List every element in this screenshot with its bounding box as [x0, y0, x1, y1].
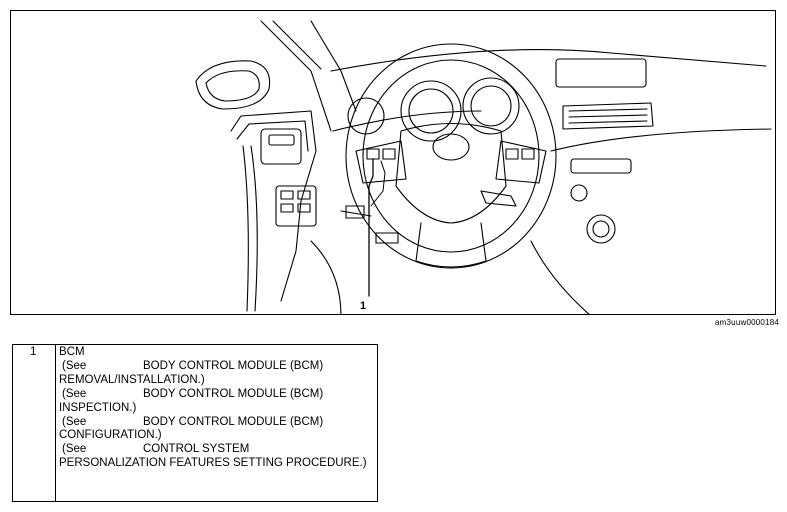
door-handle-shape: [260, 128, 302, 165]
window-switch-panel: [275, 185, 317, 227]
see-label: (See: [62, 443, 87, 456]
gauge-right: [462, 77, 520, 135]
see-label: (See: [62, 359, 87, 372]
reference-link[interactable]: (See CONTROL SYSTEM PERSONALIZATION FEATU…: [59, 443, 377, 471]
reference-title-cont: REMOVAL/INSTALLATION.): [59, 373, 205, 386]
left-spoke-switches: [355, 140, 407, 184]
reference-title: BODY CONTROL MODULE (BCM): [143, 387, 324, 400]
see-label: (See: [62, 415, 87, 428]
dashboard-illustration-frame: 1: [10, 10, 776, 315]
reference-title: CONTROL SYSTEM: [143, 443, 250, 456]
reference-link[interactable]: (See BODY CONTROL MODULE (BCM) INSPECTION…: [59, 388, 377, 416]
air-vent: [562, 102, 654, 130]
center-display: [555, 58, 647, 88]
legend-item-title: BCM: [59, 346, 85, 358]
brand-emblem: [432, 133, 470, 161]
see-label: (See: [62, 387, 87, 400]
legend-item-number: 1: [13, 345, 56, 501]
reference-title-cont: INSPECTION.): [59, 401, 137, 414]
reference-title: BODY CONTROL MODULE (BCM): [143, 359, 324, 372]
reference-title-cont: PERSONALIZATION FEATURES SETTING PROCEDU…: [59, 457, 367, 470]
reference-title-cont: CONFIGURATION.): [59, 429, 162, 442]
callout-number: 1: [360, 300, 367, 312]
gauge-left: [400, 80, 462, 142]
reference-link[interactable]: (See BODY CONTROL MODULE (BCM) CONFIGURAT…: [59, 416, 377, 444]
figure-id: am3uuw0000184: [715, 318, 779, 327]
side-mirror-shape: [195, 60, 271, 110]
reference-link[interactable]: (See BODY CONTROL MODULE (BCM) REMOVAL/IN…: [59, 360, 377, 388]
steering-wheel-rim: [345, 43, 557, 269]
right-spoke-switches: [495, 140, 547, 184]
callout-leader-line: [368, 158, 374, 297]
steering-wheel-hub: [395, 123, 507, 224]
reference-title: BODY CONTROL MODULE (BCM): [143, 415, 324, 428]
dashboard-line-drawing: [195, 20, 772, 314]
